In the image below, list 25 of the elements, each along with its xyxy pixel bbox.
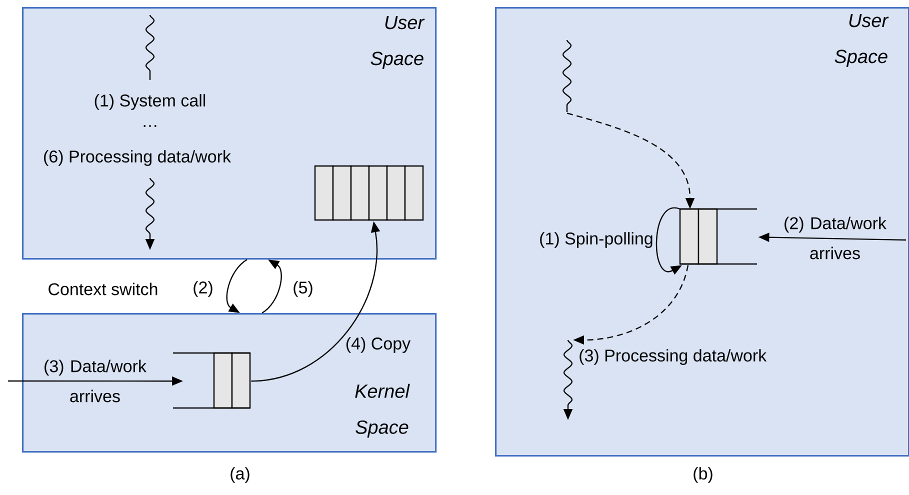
node-caption: (3) Processing data/work: [580, 349, 767, 365]
edge-label: (2): [194, 281, 212, 297]
queue-drawing: [314, 165, 424, 221]
space-panel: [495, 7, 909, 457]
arrow: [226, 259, 248, 313]
edge-label: (5): [294, 281, 312, 297]
queue-drawing: [679, 208, 757, 265]
space-panel: [22, 7, 437, 260]
edge-label: (4) Copy: [346, 337, 411, 353]
label-text: (6) Processing data/work: [44, 150, 231, 166]
edge-label: (1) Spin-polling: [540, 232, 652, 248]
label-text: …: [144, 125, 156, 127]
arrow: [262, 260, 282, 314]
panel-title: User Space: [834, 14, 889, 67]
thread-wave: [562, 40, 572, 112]
label-text: Context switch: [48, 282, 158, 296]
panel-caption: (b): [694, 467, 712, 483]
panel-title: User Space: [370, 16, 425, 69]
space-panel: [22, 313, 437, 453]
edge-label: (3) Data/work arrives: [44, 360, 146, 402]
panel-title: Kernel Space: [355, 384, 410, 438]
queue-drawing: [173, 352, 251, 409]
edge-label: (2) Data/work arrives: [784, 216, 886, 260]
panel-caption: (a): [230, 467, 250, 483]
label-text: (1) System call: [94, 94, 206, 110]
